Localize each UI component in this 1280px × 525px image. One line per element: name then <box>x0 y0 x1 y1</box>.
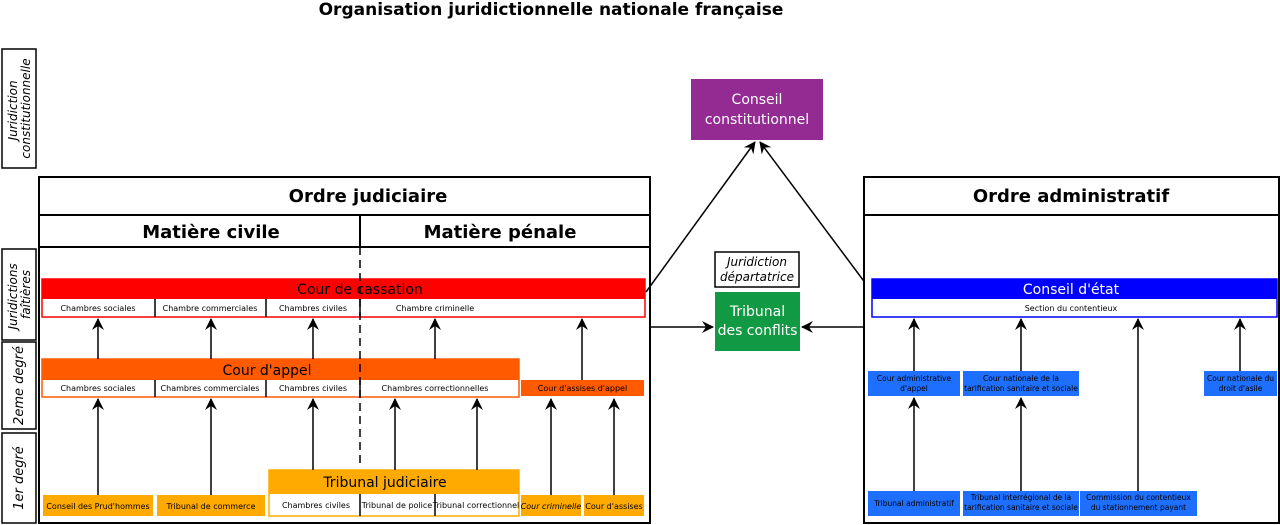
tribunal-judiciaire: Tribunal judiciaire Chambres civiles Tri… <box>268 469 520 517</box>
ordre-judiciaire-title: Ordre judiciaire <box>289 186 448 207</box>
matiere-penale-title: Matière pénale <box>424 222 577 243</box>
cassation-chambre-sociales: Chambres sociales <box>60 304 135 313</box>
section-contentieux: Section du contentieux <box>1025 304 1118 313</box>
diagram-title: Organisation juridictionnelle nationale … <box>319 0 784 20</box>
svg-text:Juridiction constitution: Juridiction constitutionnelle <box>6 58 33 158</box>
level-constitutionnelle: Juridiction constitutionnelle <box>1 48 37 169</box>
cour-de-cassation: Cour de cassation Chambres sociales Cham… <box>41 278 646 318</box>
appel-chambres-civiles: Chambres civiles <box>279 384 347 393</box>
titss-line1: Tribunal interrégional de la <box>970 493 1072 502</box>
tribunal-conflits-line1: Tribunal <box>729 304 785 320</box>
cnt-line2: tarification sanitaire et sociale <box>964 384 1078 393</box>
ordre-judiciaire-panel: Ordre judiciaire Matière civile Matière … <box>38 176 651 524</box>
titss-line2: tarification sanitaire et sociale <box>964 503 1078 512</box>
cour-administrative-appel: Cour administrative d'appel <box>868 371 960 396</box>
cassation-chambre-commerciales: Chambre commerciales <box>163 304 258 313</box>
tj-chambres-civiles: Chambres civiles <box>282 501 350 510</box>
level-deuxieme: 2eme degré <box>1 341 37 430</box>
center-arrows <box>645 141 873 333</box>
juridiction-departatrice: Juridiction départatrice <box>714 251 800 288</box>
level-faitieres: Juridictions faîtières <box>1 248 37 341</box>
svg-text:Juridictions faîtières: Juridictions faîtières <box>6 259 33 331</box>
ccsp-line1: Commission du contentieux <box>1086 493 1191 502</box>
tribunal-administratif: Tribunal administratif <box>868 491 960 516</box>
tribunal-commerce: Tribunal de commerce <box>157 495 265 516</box>
caa-line2: d'appel <box>900 384 928 393</box>
cassation-chambre-criminelle: Chambre criminelle <box>396 304 474 313</box>
appel-chambres-sociales: Chambres sociales <box>60 384 135 393</box>
tribunal-interregional-tarification: Tribunal interrégional de la tarificatio… <box>963 491 1079 516</box>
level-constitutionnelle-line2: constitutionnelle <box>19 58 33 158</box>
conseil-constitutionnel-line2: constitutionnel <box>705 112 809 128</box>
cour-criminelle-label: Cour criminelle <box>521 502 582 511</box>
ccsp-line2: du stationnement payant <box>1091 503 1186 512</box>
commission-stationnement: Commission du contentieux du stationneme… <box>1080 491 1197 516</box>
cour-d-appel: Cour d'appel Chambres sociales Chambres … <box>41 358 520 398</box>
level-deuxieme-label: 2eme degré <box>12 346 27 425</box>
ordre-administratif-title: Ordre administratif <box>973 186 1169 207</box>
cour-assises: Cour d'assises <box>584 495 644 516</box>
cnda-line2: droit d'asile <box>1219 384 1263 393</box>
cour-criminelle: Cour criminelle <box>521 495 582 516</box>
cour-assises-label: Cour d'assises <box>585 502 642 511</box>
tribunal-commerce-label: Tribunal de commerce <box>166 502 256 511</box>
cnt-line1: Cour nationale de la <box>983 374 1059 383</box>
departatrice-line1: Juridiction <box>725 255 787 269</box>
judiciaire-arrows <box>92 318 620 495</box>
cour-nationale-droit-asile: Cour nationale du droit d'asile <box>1204 371 1277 396</box>
level-constitutionnelle-line1: Juridiction <box>6 80 20 142</box>
cnda-line1: Cour nationale du <box>1207 374 1274 383</box>
cour-assises-appel: Cour d'assises d'appel <box>521 380 644 396</box>
tribunal-conflits-line2: des conflits <box>718 323 798 339</box>
tj-tribunal-correctionnel: Tribunal correctionnel <box>432 501 520 510</box>
cassation-chambres-civiles: Chambres civiles <box>279 304 347 313</box>
level-premier-label: 1er degré <box>12 446 27 510</box>
caa-line1: Cour administrative <box>877 374 952 383</box>
cour-d-appel-label: Cour d'appel <box>222 363 311 379</box>
conseil-constitutionnel-line1: Conseil <box>732 92 783 108</box>
cour-nationale-tarification: Cour nationale de la tarification sanita… <box>963 371 1079 396</box>
departatrice-line2: départatrice <box>720 270 794 284</box>
ta-label: Tribunal administratif <box>873 499 954 508</box>
matiere-civile-title: Matière civile <box>142 222 280 243</box>
tribunal-des-conflits: Tribunal des conflits <box>715 292 800 351</box>
conseil-constitutionnel: Conseil constitutionnel <box>691 79 823 140</box>
appel-chambres-correctionnelles: Chambres correctionnelles <box>382 384 489 393</box>
conseil-d-etat-label: Conseil d'état <box>1023 282 1120 298</box>
tj-tribunal-police: Tribunal de police <box>361 501 432 510</box>
level-faitieres-line1: Juridictions <box>6 263 20 331</box>
appel-chambres-commerciales: Chambres commerciales <box>161 384 260 393</box>
conseil-prudhommes-label: Conseil des Prud'hommes <box>46 502 149 511</box>
conseil-prudhommes: Conseil des Prud'hommes <box>43 495 153 516</box>
conseil-d-etat: Conseil d'état Section du contentieux <box>871 278 1278 318</box>
administratif-arrows <box>908 318 1246 491</box>
tribunal-judiciaire-label: Tribunal judiciaire <box>322 475 446 491</box>
cour-assises-appel-label: Cour d'assises d'appel <box>538 384 627 393</box>
ordre-administratif-panel: Ordre administratif <box>863 176 1280 524</box>
level-premier: 1er degré <box>1 432 37 524</box>
level-faitieres-line2: faîtières <box>19 270 33 319</box>
